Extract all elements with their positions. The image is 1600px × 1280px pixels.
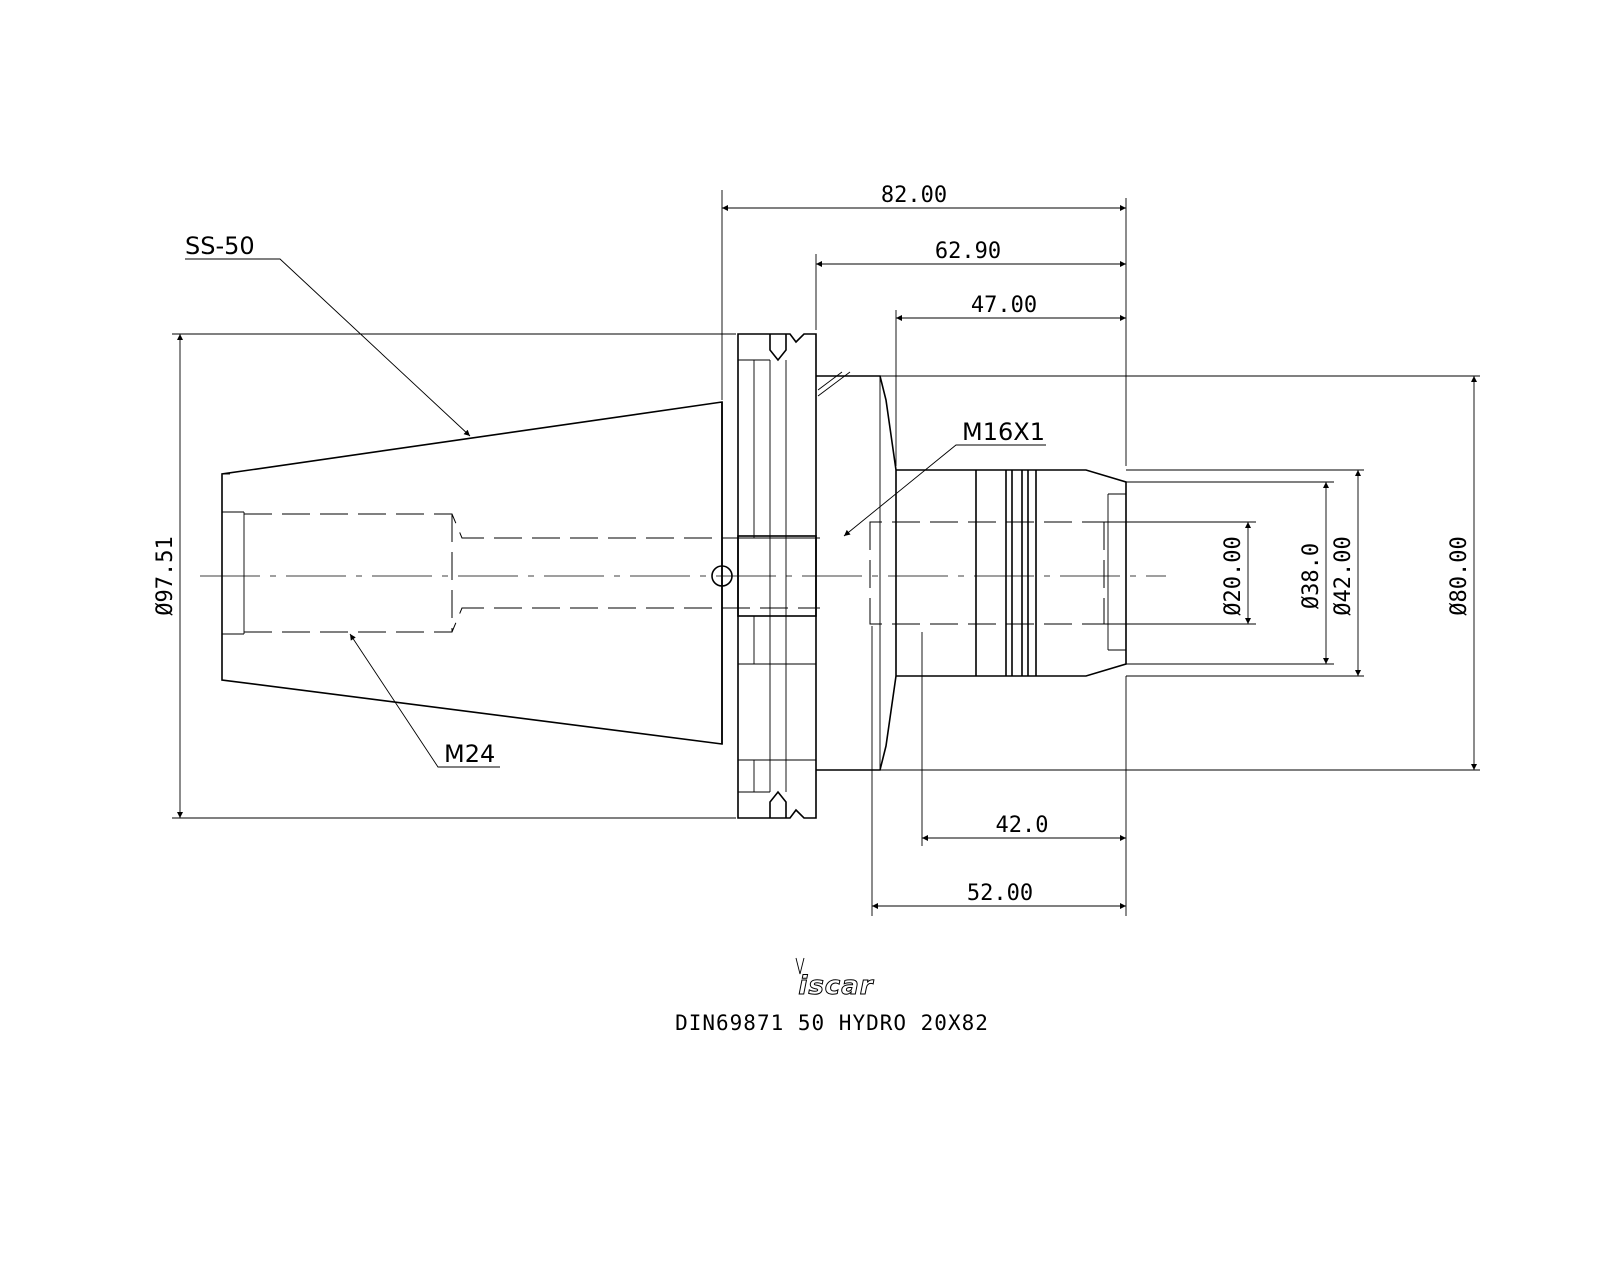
logo: iscar (798, 971, 874, 1001)
taper-shank (221, 401, 723, 745)
dimensions: 82.00 62.90 47.00 42.0 52.00 Ø97.51 Ø80.… (153, 183, 1480, 916)
body (816, 375, 897, 771)
tool-holder-outline (221, 333, 1127, 819)
flange (721, 333, 817, 819)
dim-tip-diameter: Ø38.0 (1299, 543, 1324, 609)
dim-length-from-flange: 62.90 (935, 239, 1001, 264)
dim-body-diameter: Ø80.00 (1447, 536, 1472, 615)
flange-v-groove (769, 334, 787, 362)
logo-mark (795, 957, 805, 975)
label-thread-front: M16X1 (962, 418, 1045, 446)
dim-clamp-diameter: Ø20.00 (1221, 536, 1246, 615)
label-thread-rear: M24 (444, 740, 495, 768)
drawing-title: DIN69871 50 HYDRO 20X82 (675, 1011, 989, 1035)
clamp-nose (896, 469, 1127, 677)
dim-nose-diameter: Ø42.00 (1331, 536, 1356, 615)
dim-length-47: 47.00 (971, 293, 1037, 318)
dim-length-52: 52.00 (967, 881, 1033, 906)
dim-overall-length: 82.00 (881, 183, 947, 208)
label-taper: SS-50 (185, 232, 255, 260)
dim-flange-diameter: Ø97.51 (153, 536, 178, 615)
hidden-lines (244, 513, 1105, 633)
leaders: SS-50 M16X1 M24 (185, 232, 1046, 768)
title-block: iscar DIN69871 50 HYDRO 20X82 (675, 957, 989, 1035)
dim-length-42: 42.0 (996, 813, 1049, 838)
